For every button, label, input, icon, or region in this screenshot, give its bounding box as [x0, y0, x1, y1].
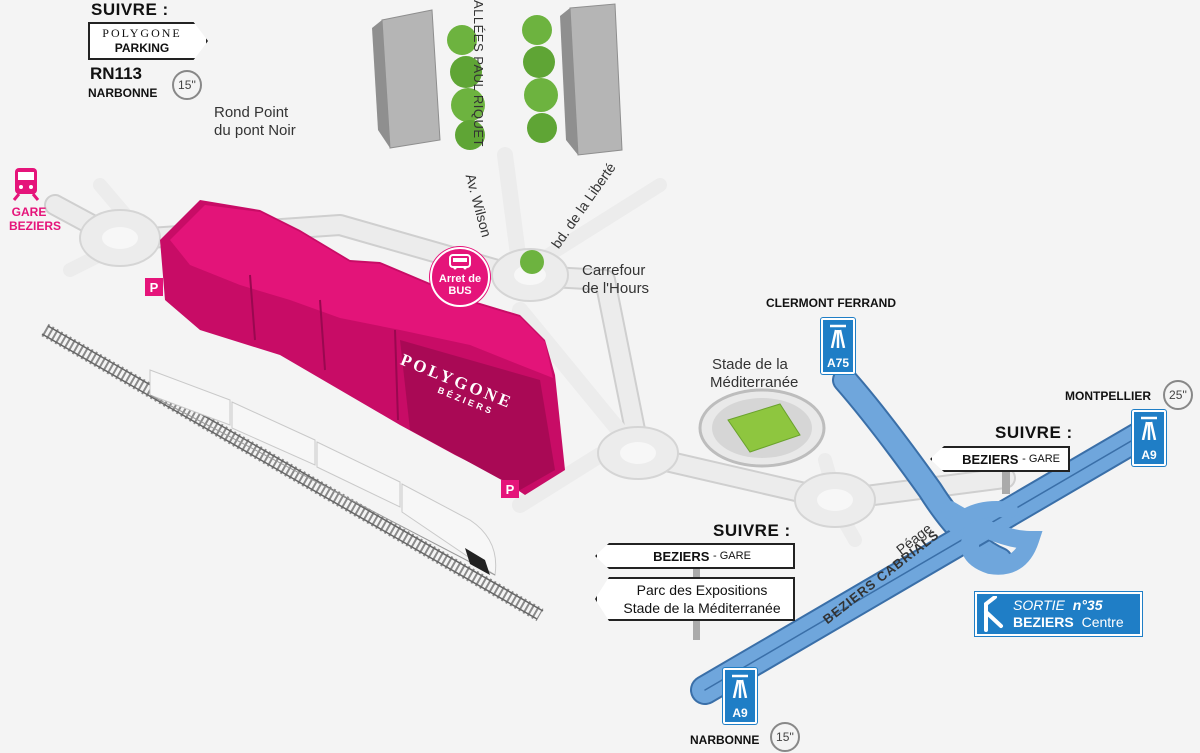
narbonne-bottom-label: NARBONNE — [690, 733, 760, 747]
carrefour-label-1: Carrefour — [582, 262, 646, 279]
a9-sign-right: A9 — [1132, 410, 1166, 466]
polygone-sign-line2: PARKING — [114, 41, 170, 55]
gare-label: GARE BEZIERS — [9, 205, 62, 233]
exit-arrow-icon — [984, 596, 1003, 632]
a9-bottom-number: A9 — [732, 706, 748, 720]
gare-center-text: - GARE — [713, 550, 751, 562]
bus-stop-badge: Arret de BUS — [430, 247, 490, 307]
time-badge-top: 15'' — [172, 70, 202, 100]
sortie-35-sign: SORTIE n°35 BEZIERS Centre — [975, 592, 1142, 636]
a75-sign: A75 — [821, 318, 855, 374]
parking-badge-left: P — [145, 278, 163, 296]
rn113-label: RN113 — [90, 64, 142, 83]
stade-label-2: Méditerranée — [710, 374, 799, 391]
a75-number: A75 — [826, 356, 849, 370]
motorway-icon — [732, 674, 748, 698]
parc-line2: Stade de la Méditerranée — [623, 600, 781, 616]
rond-point-label-2: du pont Noir — [214, 122, 296, 139]
train-icon — [12, 168, 40, 201]
highways — [690, 367, 1165, 705]
carrefour-label-2: de l'Hours — [582, 280, 650, 297]
narbonne-top-label: NARBONNE — [88, 86, 158, 100]
beziers-right-text: BEZIERS — [962, 451, 1019, 467]
a9-right-number: A9 — [1141, 448, 1157, 462]
beziers-gare-sign-right: BEZIERS - GARE — [930, 446, 1070, 472]
sortie-word: SORTIE — [1013, 597, 1065, 613]
time-badge-narbonne: 15'' — [770, 722, 800, 752]
parking-badge-right: P — [501, 480, 519, 498]
stadium — [698, 388, 826, 468]
a9-sign-bottom: A9 — [723, 668, 757, 724]
train — [149, 369, 497, 576]
sign-posts — [693, 470, 1010, 640]
gare-right-text: - GARE — [1022, 453, 1060, 465]
parc-expositions-sign: Parc des Expositions Stade de la Méditer… — [595, 577, 795, 621]
sortie-centre: Centre — [1081, 614, 1124, 630]
gare-line1: GARE — [11, 205, 47, 219]
motorway-icon — [1141, 416, 1157, 440]
roundabouts — [79, 209, 876, 528]
time-badge-montpellier: 25'' — [1163, 380, 1193, 410]
trees — [447, 15, 558, 274]
motorway-icon — [830, 324, 846, 348]
clermont-label: CLERMONT FERRAND — [766, 296, 896, 310]
polygone-sign-line1: POLYGONE — [102, 26, 182, 40]
beziers-gare-sign-center: BEZIERS - GARE — [595, 543, 795, 569]
suivre-center: SUIVRE : — [713, 521, 791, 540]
grey-buildings — [372, 3, 623, 156]
suivre-top-left: SUIVRE : — [91, 0, 169, 19]
bus-line2: BUS — [448, 285, 472, 297]
sortie-beziers: BEZIERS — [1013, 614, 1074, 630]
suivre-right: SUIVRE : — [995, 423, 1073, 442]
polygone-building — [160, 200, 565, 495]
railway — [41, 323, 544, 622]
rond-point-label-1: Rond Point — [214, 104, 289, 121]
polygone-parking-sign: POLYGONE PARKING — [88, 22, 208, 60]
montpellier-label: MONTPELLIER — [1065, 389, 1151, 403]
gare-line2: BEZIERS — [9, 219, 62, 233]
bus-line1: Arret de — [438, 273, 482, 285]
beziers-center-text: BEZIERS — [653, 548, 710, 564]
bus-icon — [449, 254, 471, 270]
sortie-number: n°35 — [1072, 597, 1103, 613]
allees-paul-riquet-label: ALLÉES PAUL RIQUET — [471, 0, 486, 147]
parc-line1: Parc des Expositions — [636, 582, 768, 598]
stade-label-1: Stade de la — [712, 356, 788, 373]
